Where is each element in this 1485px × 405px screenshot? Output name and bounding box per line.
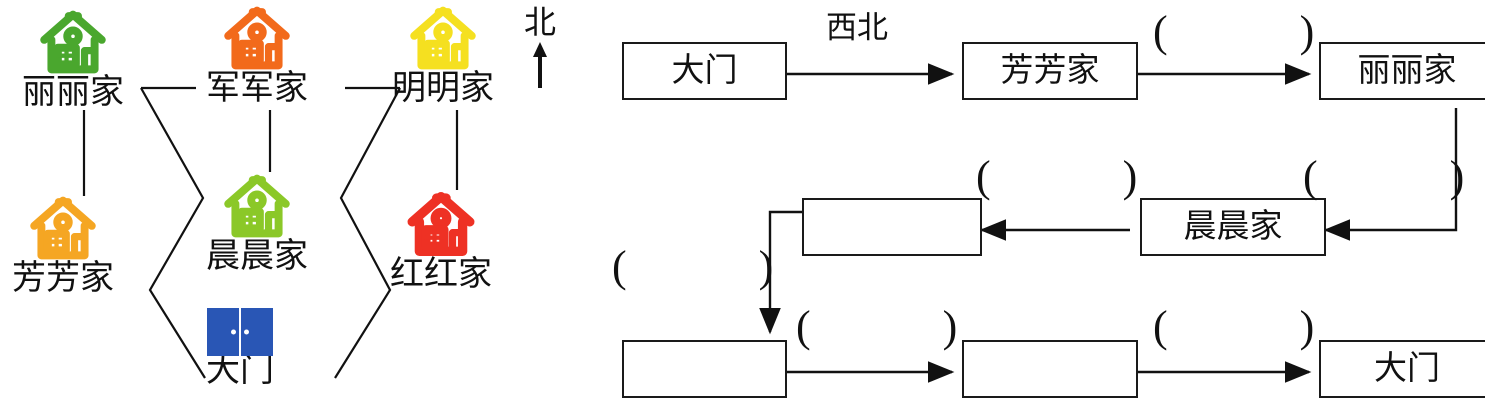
flow-blank-paren-2: ( )	[1303, 152, 1465, 201]
map-node-lili[interactable]: 丽丽家	[22, 6, 124, 110]
house-icon	[410, 6, 476, 70]
flow-box-blank-3[interactable]	[962, 340, 1138, 398]
map-node-label-chenchen: 晨晨家	[206, 238, 308, 275]
map-node-label-honghong: 红红家	[390, 256, 492, 293]
flow-box-text: 芳芳家	[1000, 52, 1100, 89]
flow-blank-paren-3: ( )	[976, 152, 1138, 201]
flow-box-lili[interactable]: 丽丽家	[1319, 42, 1485, 100]
flow-box-blank-1[interactable]	[802, 198, 982, 256]
flow-box-text: 丽丽家	[1357, 52, 1457, 89]
flow-label-northwest: 西北	[826, 10, 888, 45]
flow-blank-paren-4: ( )	[612, 242, 774, 291]
house-icon	[40, 10, 106, 74]
flow-blank-paren-1: ( )	[1153, 7, 1315, 56]
flow-box-gate-start[interactable]: 大门	[622, 42, 787, 100]
flow-box-text: 大门	[671, 52, 738, 89]
map-node-honghong[interactable]: 红红家	[390, 188, 492, 292]
house-icon	[224, 174, 290, 238]
map-node-fangfang[interactable]: 芳芳家	[12, 192, 114, 296]
map-node-junjun[interactable]: 军军家	[206, 2, 308, 106]
map-node-label-lili: 丽丽家	[22, 74, 124, 111]
compass: 北	[524, 6, 556, 88]
flow-arrows	[759, 63, 1458, 383]
north-arrow-icon	[533, 42, 547, 88]
house-icon	[224, 6, 290, 70]
flow-box-text: 晨晨家	[1183, 208, 1283, 245]
neighborhood-map: 丽丽家 军军家	[0, 0, 580, 405]
map-node-chenchen[interactable]: 晨晨家	[206, 170, 308, 274]
gate-icon	[207, 308, 273, 356]
route-flowchart: 大门 芳芳家 丽丽家 晨晨家 大门 西北 ( ) ( )	[580, 0, 1485, 405]
flow-blank-paren-6: ( )	[1153, 302, 1315, 351]
compass-label-north: 北	[524, 4, 557, 40]
flow-box-fangfang[interactable]: 芳芳家	[962, 42, 1138, 100]
map-node-label-gate: 大门	[206, 352, 274, 389]
flow-box-blank-2[interactable]	[622, 340, 787, 398]
map-node-gate[interactable]: 大门	[206, 308, 274, 388]
flow-box-text: 大门	[1374, 350, 1440, 387]
map-node-label-junjun: 军军家	[206, 70, 308, 107]
map-node-mingming[interactable]: 明明家	[392, 2, 494, 106]
flow-box-chenchen[interactable]: 晨晨家	[1140, 198, 1326, 256]
map-connector-lines	[82, 86, 459, 379]
flow-box-gate-end[interactable]: 大门	[1319, 340, 1485, 398]
map-node-label-mingming: 明明家	[392, 70, 494, 107]
house-icon	[30, 196, 96, 260]
flow-blank-paren-5: ( )	[796, 302, 958, 351]
map-node-label-fangfang: 芳芳家	[12, 260, 114, 297]
house-icon	[407, 191, 475, 257]
